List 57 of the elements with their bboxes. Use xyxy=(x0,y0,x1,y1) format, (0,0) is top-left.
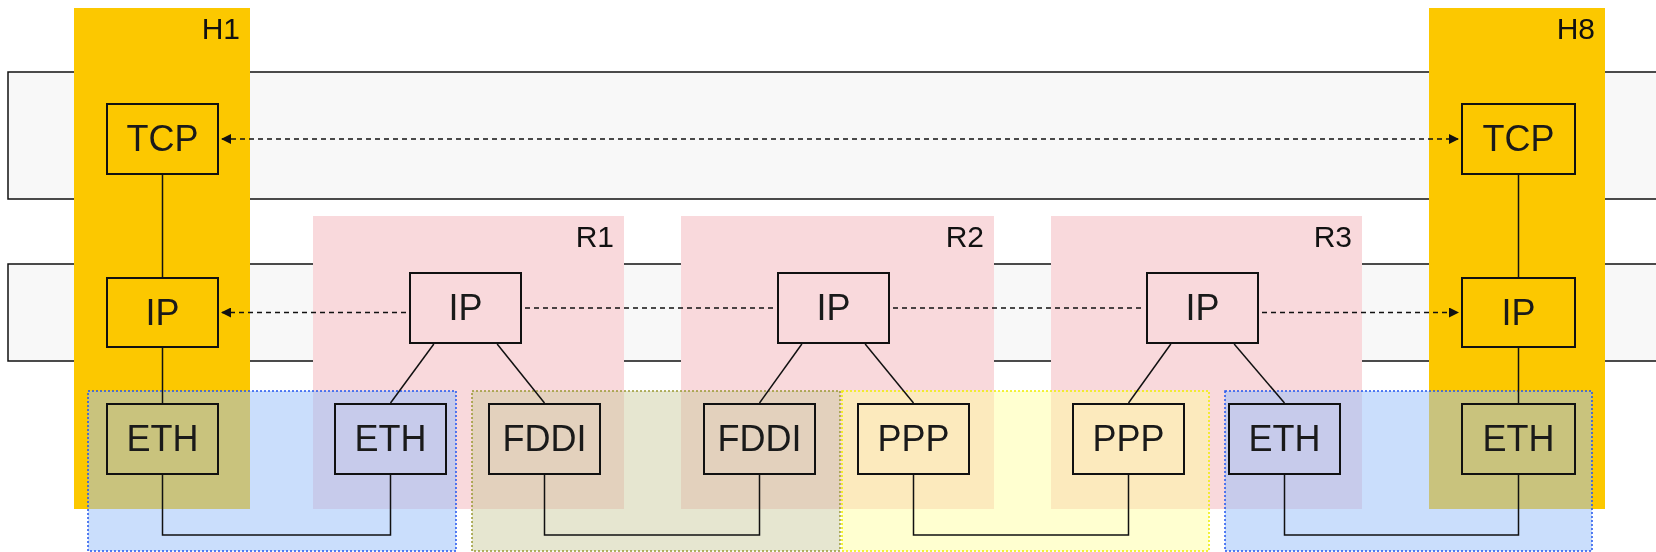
link-line xyxy=(1283,474,1520,536)
node-label: R2 xyxy=(945,222,984,252)
link-line xyxy=(496,343,546,404)
protocol-box xyxy=(334,403,447,475)
protocol-label: IP xyxy=(1185,290,1220,326)
node-band xyxy=(1051,216,1362,509)
protocol-box xyxy=(1228,403,1341,475)
protocol-box xyxy=(857,403,970,475)
link-line xyxy=(161,474,392,536)
link-line xyxy=(543,474,761,536)
dashed-arrow xyxy=(1261,307,1459,318)
protocol-label: IP xyxy=(448,290,483,326)
protocol-box xyxy=(1146,272,1259,344)
protocol-label: PPP xyxy=(1092,421,1165,457)
protocol-label: ETH xyxy=(1248,421,1321,457)
protocol-label: ETH xyxy=(1482,421,1555,457)
protocol-label: TCP xyxy=(126,121,199,157)
protocol-label: IP xyxy=(1501,294,1536,331)
node-label: H8 xyxy=(1556,14,1595,44)
link-line xyxy=(389,343,435,404)
node-label: R1 xyxy=(575,222,614,252)
protocol-box xyxy=(488,403,601,475)
protocol-box xyxy=(106,103,219,175)
protocol-box xyxy=(106,403,219,475)
link-line xyxy=(161,174,164,278)
protocol-box xyxy=(1461,277,1576,348)
protocol-box xyxy=(106,277,219,348)
link-line xyxy=(1517,174,1520,278)
node-band xyxy=(313,216,624,509)
protocol-label: PPP xyxy=(877,421,950,457)
link-line xyxy=(864,343,915,404)
link-line xyxy=(758,343,803,404)
node-band xyxy=(1429,8,1605,509)
dashed-arrow xyxy=(221,307,407,318)
protocol-label: IP xyxy=(145,294,180,331)
protocol-box xyxy=(1461,103,1576,175)
node-label: R3 xyxy=(1313,222,1352,252)
link-line xyxy=(912,474,1130,536)
protocol-label: ETH xyxy=(126,421,199,457)
protocol-label: IP xyxy=(816,290,851,326)
link-line xyxy=(1127,343,1172,404)
protocol-box xyxy=(777,272,890,344)
protocol-box xyxy=(1072,403,1185,475)
link-line xyxy=(1233,343,1286,404)
protocol-label: FDDI xyxy=(717,421,802,457)
protocol-label: TCP xyxy=(1482,121,1555,157)
protocol-box xyxy=(1461,403,1576,475)
link-line xyxy=(161,347,164,404)
protocol-label: ETH xyxy=(354,421,427,457)
protocol-label: FDDI xyxy=(502,421,587,457)
node-band xyxy=(681,216,994,509)
dashed-arrow xyxy=(221,134,1459,144)
protocol-box xyxy=(409,272,522,344)
node-label: H1 xyxy=(201,14,240,44)
protocol-box xyxy=(703,403,816,475)
link-line xyxy=(1517,347,1520,404)
node-band xyxy=(74,8,250,509)
